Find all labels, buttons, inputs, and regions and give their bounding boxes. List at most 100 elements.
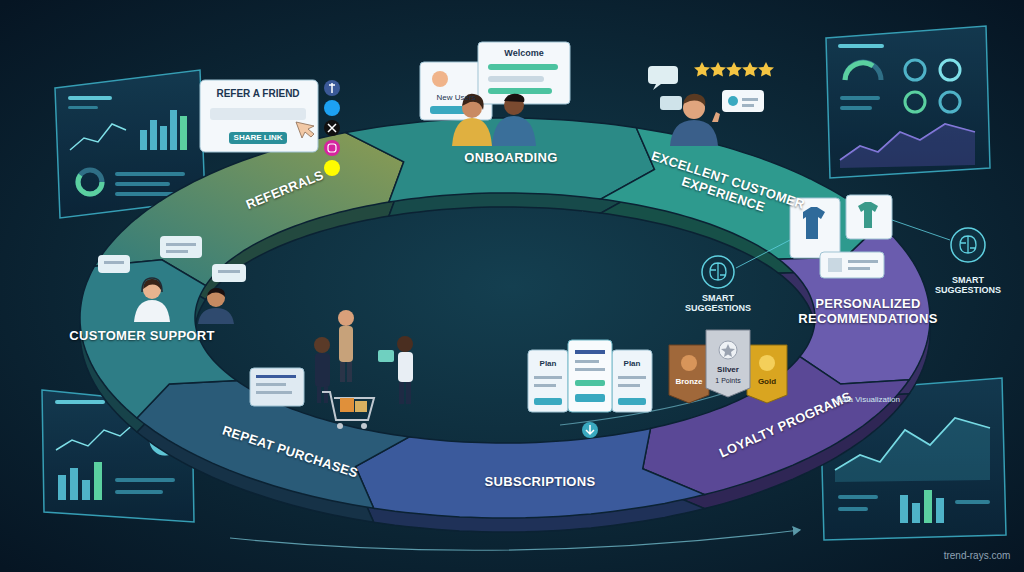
product-card — [828, 258, 842, 272]
cycle-stage: SUBSCRIPTIONS — [485, 475, 596, 490]
dashboard-panel — [78, 170, 102, 194]
referral-card — [296, 122, 314, 138]
speech-bubble — [660, 96, 682, 110]
dashboard-panel — [905, 60, 925, 80]
product-card — [848, 267, 870, 270]
dashboard-panel — [940, 60, 960, 80]
product-card — [803, 207, 825, 239]
ring-segment — [601, 128, 881, 259]
plan-card — [568, 340, 612, 412]
dashboard-panel — [905, 92, 925, 112]
dashboard-panel — [55, 400, 105, 404]
person-figure — [399, 382, 404, 404]
dashboard-panel — [82, 480, 90, 500]
order-panel — [250, 368, 304, 406]
person-figure — [670, 94, 720, 146]
dashboard-panel — [955, 500, 990, 504]
ring-segment — [356, 428, 705, 518]
speech-bubble — [98, 255, 130, 273]
loyalty-badge — [681, 355, 697, 371]
person-figure — [406, 382, 411, 404]
flow-arc — [230, 530, 800, 550]
social-icon — [324, 140, 340, 156]
dashboard-panel — [820, 378, 1006, 540]
stage-label: PERSONALIZED RECOMMENDATIONS — [793, 297, 943, 327]
shopping-cart — [340, 398, 354, 412]
plan-card — [575, 368, 605, 371]
brain-icon — [960, 236, 976, 253]
plan-card — [534, 398, 562, 405]
person-figure — [712, 112, 720, 122]
onboarding-card — [432, 71, 448, 87]
social-icon — [324, 120, 340, 136]
brain-icon — [736, 240, 790, 268]
person-figure — [492, 116, 536, 146]
speech-bubble — [104, 261, 124, 264]
brain-icon — [702, 220, 985, 288]
referral-card — [200, 80, 318, 152]
plan-card — [575, 394, 605, 402]
dashboard-panel — [936, 498, 944, 523]
social-icon — [324, 100, 340, 116]
dashboard-panel — [924, 490, 932, 523]
person-figure — [683, 94, 705, 106]
card-heading: REFER A FRIEND — [216, 88, 299, 100]
rating-stars — [694, 62, 774, 77]
person-figure — [207, 288, 225, 297]
stage-label: ONBOARDING — [464, 151, 557, 166]
social-icon — [328, 124, 336, 132]
dashboard-panel — [94, 462, 102, 500]
brain-icon — [892, 220, 950, 240]
person-figure — [347, 362, 352, 382]
plan-card — [528, 340, 652, 438]
dashboard-panel — [170, 110, 177, 150]
rating-stars — [694, 62, 710, 77]
dashboard-panel — [58, 475, 66, 500]
dashboard-panel — [160, 126, 167, 150]
cycle-stage: PERSONALIZED RECOMMENDATIONS — [793, 297, 943, 327]
dashboard-panel — [826, 26, 990, 178]
onboarding-card — [420, 42, 570, 120]
speech-bubble — [742, 98, 758, 101]
dashboard-panel — [845, 63, 873, 80]
card-text: Plan — [624, 359, 641, 368]
speech-bubble — [212, 264, 246, 282]
order-panel — [256, 375, 296, 378]
brain-icon — [702, 256, 734, 288]
dashboard-panel — [900, 495, 908, 523]
rating-stars — [726, 62, 742, 77]
stage-label: SUBSCRIPTIONS — [485, 475, 596, 490]
social-icon — [324, 80, 340, 96]
loyalty-badge — [759, 355, 775, 371]
dashboard-panel — [68, 106, 98, 109]
onboarding-card — [478, 42, 570, 104]
person-figure — [504, 94, 524, 102]
product-card — [846, 195, 892, 239]
onboarding-card — [488, 64, 558, 70]
speech-bubble — [166, 243, 196, 246]
person-figure — [314, 337, 330, 353]
speech-bubble — [728, 96, 738, 106]
person-figure — [670, 120, 718, 146]
plan-card — [612, 350, 652, 412]
product-card — [820, 252, 884, 278]
cycle-stage: ONBOARDING — [464, 151, 557, 166]
dashboard-panel — [820, 378, 1006, 540]
dashboard-panel — [115, 478, 175, 482]
plan-card — [528, 350, 568, 412]
onboarding-card — [488, 88, 552, 94]
referral-card — [210, 108, 306, 120]
card-text: Plan — [540, 359, 557, 368]
plan-card — [575, 380, 605, 386]
speech-bubble — [648, 66, 764, 112]
dashboard-panel — [838, 44, 884, 48]
plan-card — [534, 384, 556, 387]
dashboard-panel — [840, 96, 880, 100]
shopping-cart — [337, 423, 343, 429]
badge-text: 1 Points — [715, 377, 740, 385]
order-panel — [256, 391, 292, 394]
person-figure — [397, 336, 413, 352]
speech-bubble — [160, 236, 202, 258]
